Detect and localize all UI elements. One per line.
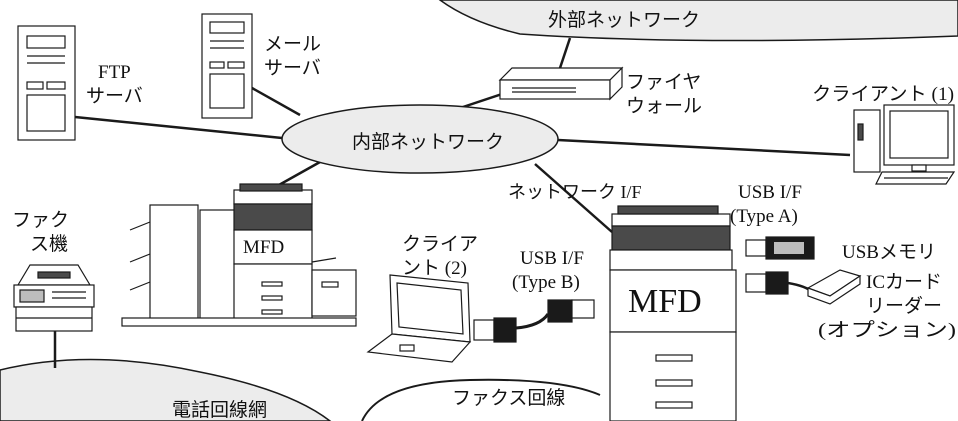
fax-line-curve xyxy=(361,378,601,421)
client2-label-1: クライア xyxy=(402,233,478,255)
mail-server-label-2: サーバ xyxy=(264,58,321,79)
mfd-small-label: MFD xyxy=(243,237,284,258)
mfd-small-icon xyxy=(121,183,357,327)
link-mfd-large xyxy=(534,163,613,233)
ic-reader-label-1: ICカード xyxy=(866,272,942,293)
external-network-label: 外部ネットワーク xyxy=(548,9,700,31)
usb-if-a-label-1: USB I/F xyxy=(738,182,802,203)
link-firewall-up xyxy=(558,37,572,69)
link-mail xyxy=(251,86,301,117)
firewall-label-1: ファイヤ xyxy=(626,72,701,93)
link-ftp xyxy=(74,115,283,140)
fax-machine-icon xyxy=(13,264,95,332)
usb-if-b-label-1: USB I/F xyxy=(520,248,584,269)
mfd-large-icon xyxy=(609,205,737,421)
mfd-large-label: MFD xyxy=(628,283,702,320)
firewall-label-2: ウォール xyxy=(626,96,702,117)
ic-reader-label-2: リーダー xyxy=(866,295,942,317)
internal-network-label: 内部ネットワーク xyxy=(352,131,504,153)
connection-lines xyxy=(53,37,851,368)
usb-memory-icon xyxy=(745,236,815,260)
client1-pc-icon xyxy=(853,104,956,185)
mail-server-icon xyxy=(201,13,253,119)
usb-if-a-label-2: (Type A) xyxy=(730,206,798,227)
fax-line-label: ファクス回線 xyxy=(452,387,565,409)
ftp-server-label-2: サーバ xyxy=(86,86,143,107)
ic-reader-label-3: (オプション) xyxy=(818,319,956,341)
usb-cable-icon xyxy=(473,299,595,343)
usb-if-b-label-2: (Type B) xyxy=(512,272,580,293)
fax-machine-label-1: ファク xyxy=(12,209,69,231)
ftp-server-icon xyxy=(17,25,76,141)
phone-network-label: 電話回線網 xyxy=(172,399,267,421)
ic-card-reader-icon xyxy=(745,269,862,305)
network-if-label: ネットワーク I/F xyxy=(508,182,642,202)
link-client1 xyxy=(557,138,851,157)
internal-network-ellipse xyxy=(281,104,559,174)
client1-label: クライアント (1) xyxy=(812,83,954,105)
client2-label-2: ント (2) xyxy=(402,258,467,279)
client2-laptop-icon xyxy=(366,274,472,363)
phone-network-cloud xyxy=(0,358,332,421)
usb-memory-label: USBメモリ xyxy=(842,242,936,263)
ftp-server-label-1: FTP xyxy=(98,62,131,83)
mail-server-label-1: メール xyxy=(264,34,321,55)
fax-machine-label-2: ス機 xyxy=(30,233,68,255)
external-network-cloud xyxy=(438,0,958,42)
firewall-icon xyxy=(498,66,624,101)
